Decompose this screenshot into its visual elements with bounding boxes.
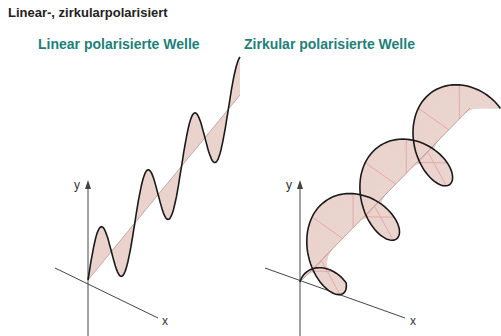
wave-fill: [88, 57, 240, 280]
field-vector: [418, 108, 448, 130]
field-vector: [321, 260, 340, 294]
axis-label: x: [162, 314, 168, 328]
field-vector: [417, 162, 447, 164]
panel-heading: Zirkular polarisierte Welle: [244, 36, 415, 52]
field-vector: [365, 163, 395, 185]
helix-curve: [300, 85, 500, 295]
axis-label: y: [286, 178, 292, 192]
field-vector: [374, 206, 393, 240]
helix-fill: [350, 194, 353, 229]
axis-label: x: [410, 314, 416, 328]
helix-fill: [400, 139, 406, 175]
circular-wave: [300, 85, 500, 295]
helix-fill: [307, 245, 336, 253]
helix-fill: [469, 106, 500, 109]
field-vector: [428, 152, 447, 186]
helix-fill: [403, 139, 406, 174]
linear-wave: [88, 57, 240, 280]
field-vector: [406, 139, 407, 173]
field-vector: [312, 217, 342, 239]
axes-right: [265, 180, 405, 336]
field-vector: [459, 85, 460, 119]
propagation-axis: [300, 108, 470, 282]
field-vector: [364, 216, 394, 217]
diagram-title: Linear-, zirkularpolarisiert: [8, 5, 168, 20]
helix-fill: [453, 85, 459, 121]
helix-fill: [346, 194, 352, 230]
axis-label: y: [74, 178, 80, 192]
panel-heading: Linear polarisierte Welle: [38, 36, 200, 52]
wave-curve: [88, 57, 240, 280]
field-vector: [353, 194, 354, 228]
helix-fill: [456, 85, 459, 120]
